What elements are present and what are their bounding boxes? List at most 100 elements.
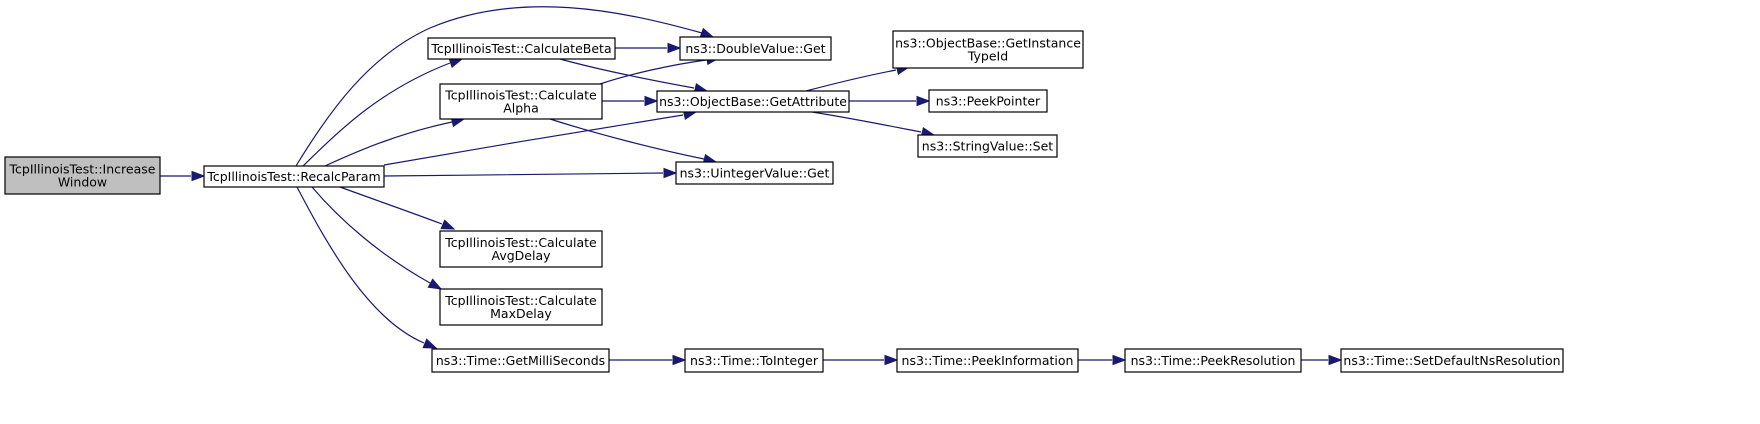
edge-line xyxy=(339,186,443,225)
arrowhead xyxy=(672,354,687,366)
node-label-line: TcpIllinoisTest::Increase xyxy=(9,162,156,177)
arrowhead xyxy=(440,219,456,230)
edge-calculate-alpha-to-uintegervalue-get xyxy=(549,118,718,165)
node-label-line: ns3::ObjectBase::GetInstance xyxy=(895,36,1081,51)
node-box xyxy=(917,134,1058,158)
node-box xyxy=(439,230,603,268)
node-label-line: TcpIllinoisTest::CalculateBeta xyxy=(430,41,611,56)
edge-recalc-param-to-calculate-avgdelay xyxy=(339,186,456,230)
edge-recalc-param-to-uintegervalue-get xyxy=(383,167,678,179)
node-label-line: ns3::UintegerValue::Get xyxy=(680,166,830,181)
node-box xyxy=(892,30,1084,69)
node-label-line: ns3::PeekPointer xyxy=(936,94,1041,109)
edge-line xyxy=(302,62,451,167)
arrowhead xyxy=(427,278,443,290)
arrowhead xyxy=(699,27,715,38)
node-box xyxy=(928,89,1048,113)
node-objectbase-getattribute[interactable]: ns3::ObjectBase::GetAttribute xyxy=(656,90,850,113)
edge-line xyxy=(805,69,897,92)
edge-recalc-param-to-calculate-alpha xyxy=(324,116,466,167)
node-calculate-beta[interactable]: TcpIllinoisTest::CalculateBeta xyxy=(427,37,616,60)
edge-line xyxy=(549,118,705,160)
arrowhead xyxy=(916,95,931,107)
node-label-line: ns3::Time::GetMilliSeconds xyxy=(436,353,605,368)
node-label-line: Alpha xyxy=(503,101,539,116)
node-label-line: ns3::ObjectBase::GetAttribute xyxy=(659,94,847,109)
node-label-line: ns3::Time::PeekResolution xyxy=(1131,353,1296,368)
node-time-getmilliseconds[interactable]: ns3::Time::GetMilliSeconds xyxy=(431,348,610,373)
node-label-line: Window xyxy=(58,175,107,190)
arrowhead xyxy=(191,170,206,182)
node-box xyxy=(684,348,824,373)
node-label-line: ns3::DoubleValue::Get xyxy=(685,41,825,56)
node-label-line: ns3::Time::SetDefaultNsResolution xyxy=(1343,353,1560,368)
edge-increase-window-to-recalc-param xyxy=(160,170,206,182)
node-label-line: AvgDelay xyxy=(492,248,552,263)
node-box xyxy=(656,90,850,113)
edge-line xyxy=(296,186,425,344)
node-box xyxy=(679,36,832,61)
arrowhead xyxy=(448,57,464,68)
node-label-line: TcpIllinoisTest::RecalcParam xyxy=(206,169,380,184)
edge-line xyxy=(311,186,431,284)
edge-time-peekinformation-to-time-peekresolution xyxy=(1078,354,1127,366)
edge-time-peekresolution-to-time-setdefaultnsresolution xyxy=(1301,354,1343,366)
edge-objectbase-getattribute-to-stringvalue-set xyxy=(811,111,936,138)
node-label-line: ns3::Time::ToInteger xyxy=(690,353,819,368)
edge-line xyxy=(383,114,684,166)
node-label-line: ns3::Time::PeekInformation xyxy=(902,353,1074,368)
arrowhead xyxy=(663,167,678,179)
node-stringvalue-set[interactable]: ns3::StringValue::Set xyxy=(917,134,1058,158)
edge-line xyxy=(559,58,695,89)
node-peekpointer[interactable]: ns3::PeekPointer xyxy=(928,89,1048,113)
node-label-line: TypeId xyxy=(967,49,1008,64)
edge-line xyxy=(811,111,922,133)
edge-line xyxy=(599,59,707,85)
edge-line xyxy=(295,6,703,167)
node-time-peekresolution[interactable]: ns3::Time::PeekResolution xyxy=(1124,348,1302,373)
node-box xyxy=(203,165,385,188)
node-box xyxy=(4,156,161,195)
node-box xyxy=(439,83,603,120)
node-time-tointeger[interactable]: ns3::Time::ToInteger xyxy=(684,348,824,373)
node-box xyxy=(431,348,610,373)
arrowhead xyxy=(1328,354,1343,366)
node-box xyxy=(675,161,834,185)
edge-calculate-alpha-to-objectbase-getattribute xyxy=(602,95,659,107)
edge-time-getmilliseconds-to-time-tointeger xyxy=(609,354,687,366)
edge-objectbase-getattribute-to-peekpointer xyxy=(849,95,931,107)
node-doublevalue-get[interactable]: ns3::DoubleValue::Get xyxy=(679,36,832,61)
edge-recalc-param-to-calculate-beta xyxy=(302,57,464,167)
edge-line xyxy=(324,121,453,167)
node-box xyxy=(439,288,603,326)
node-time-setdefaultnsresolution[interactable]: ns3::Time::SetDefaultNsResolution xyxy=(1340,348,1564,373)
node-label-line: TcpIllinoisTest::Calculate xyxy=(444,88,597,103)
node-uintegervalue-get[interactable]: ns3::UintegerValue::Get xyxy=(675,161,834,185)
node-box xyxy=(1124,348,1302,373)
edge-time-tointeger-to-time-peekinformation xyxy=(823,354,899,366)
node-box xyxy=(427,37,616,60)
node-label-line: ns3::StringValue::Set xyxy=(922,139,1053,154)
node-label-line: MaxDelay xyxy=(490,306,552,321)
arrowhead xyxy=(1112,354,1127,366)
node-recalc-param[interactable]: TcpIllinoisTest::RecalcParam xyxy=(203,165,385,188)
node-time-peekinformation[interactable]: ns3::Time::PeekInformation xyxy=(896,348,1079,373)
edge-calculate-beta-to-doublevalue-get xyxy=(615,42,682,54)
edge-recalc-param-to-time-getmilliseconds xyxy=(296,186,438,349)
arrowhead xyxy=(644,95,659,107)
edge-line xyxy=(383,172,664,177)
edge-objectbase-getattribute-to-objectbase-getinstancetypeid xyxy=(805,64,911,92)
edge-recalc-param-to-calculate-maxdelay xyxy=(311,186,443,290)
node-label-line: TcpIllinoisTest::Calculate xyxy=(444,293,597,308)
node-label-line: TcpIllinoisTest::Calculate xyxy=(444,235,597,250)
arrowhead xyxy=(422,338,438,349)
call-edges xyxy=(160,6,1343,366)
arrowhead xyxy=(667,42,682,54)
